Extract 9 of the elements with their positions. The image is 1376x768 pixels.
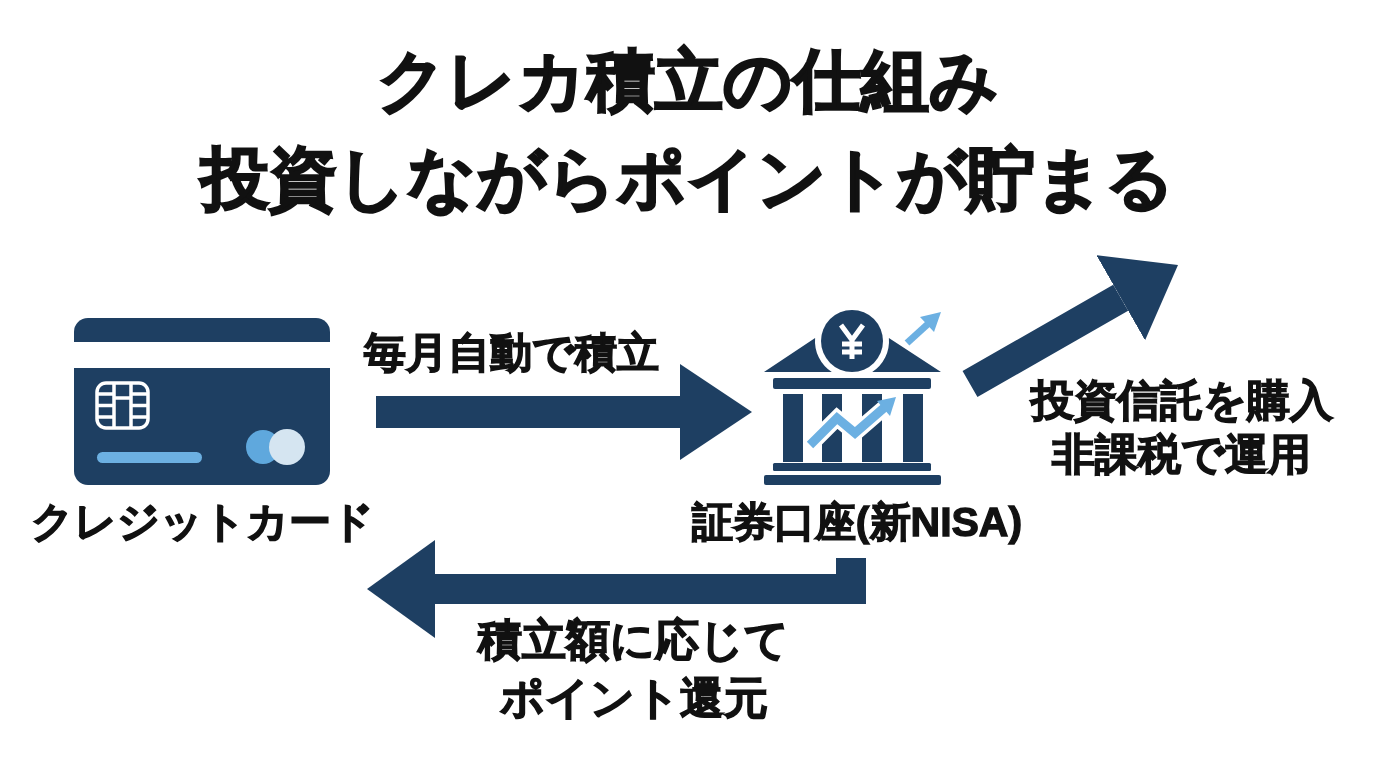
edge-label: 毎月自動で積立: [363, 328, 659, 378]
arrow: [367, 540, 866, 638]
node-label: 証券口座(新NISA): [691, 498, 1023, 547]
edge-label: 投資信託を購入非課税で運用: [1029, 375, 1334, 480]
subtitle: 投資しながらポイントが貯まる: [201, 139, 1175, 218]
edge-label: 積立額に応じてポイント還元: [476, 614, 791, 724]
title: クレカ積立の仕組み: [377, 41, 999, 120]
arrow: [376, 364, 752, 460]
node-label: クレジットカード: [31, 497, 374, 547]
